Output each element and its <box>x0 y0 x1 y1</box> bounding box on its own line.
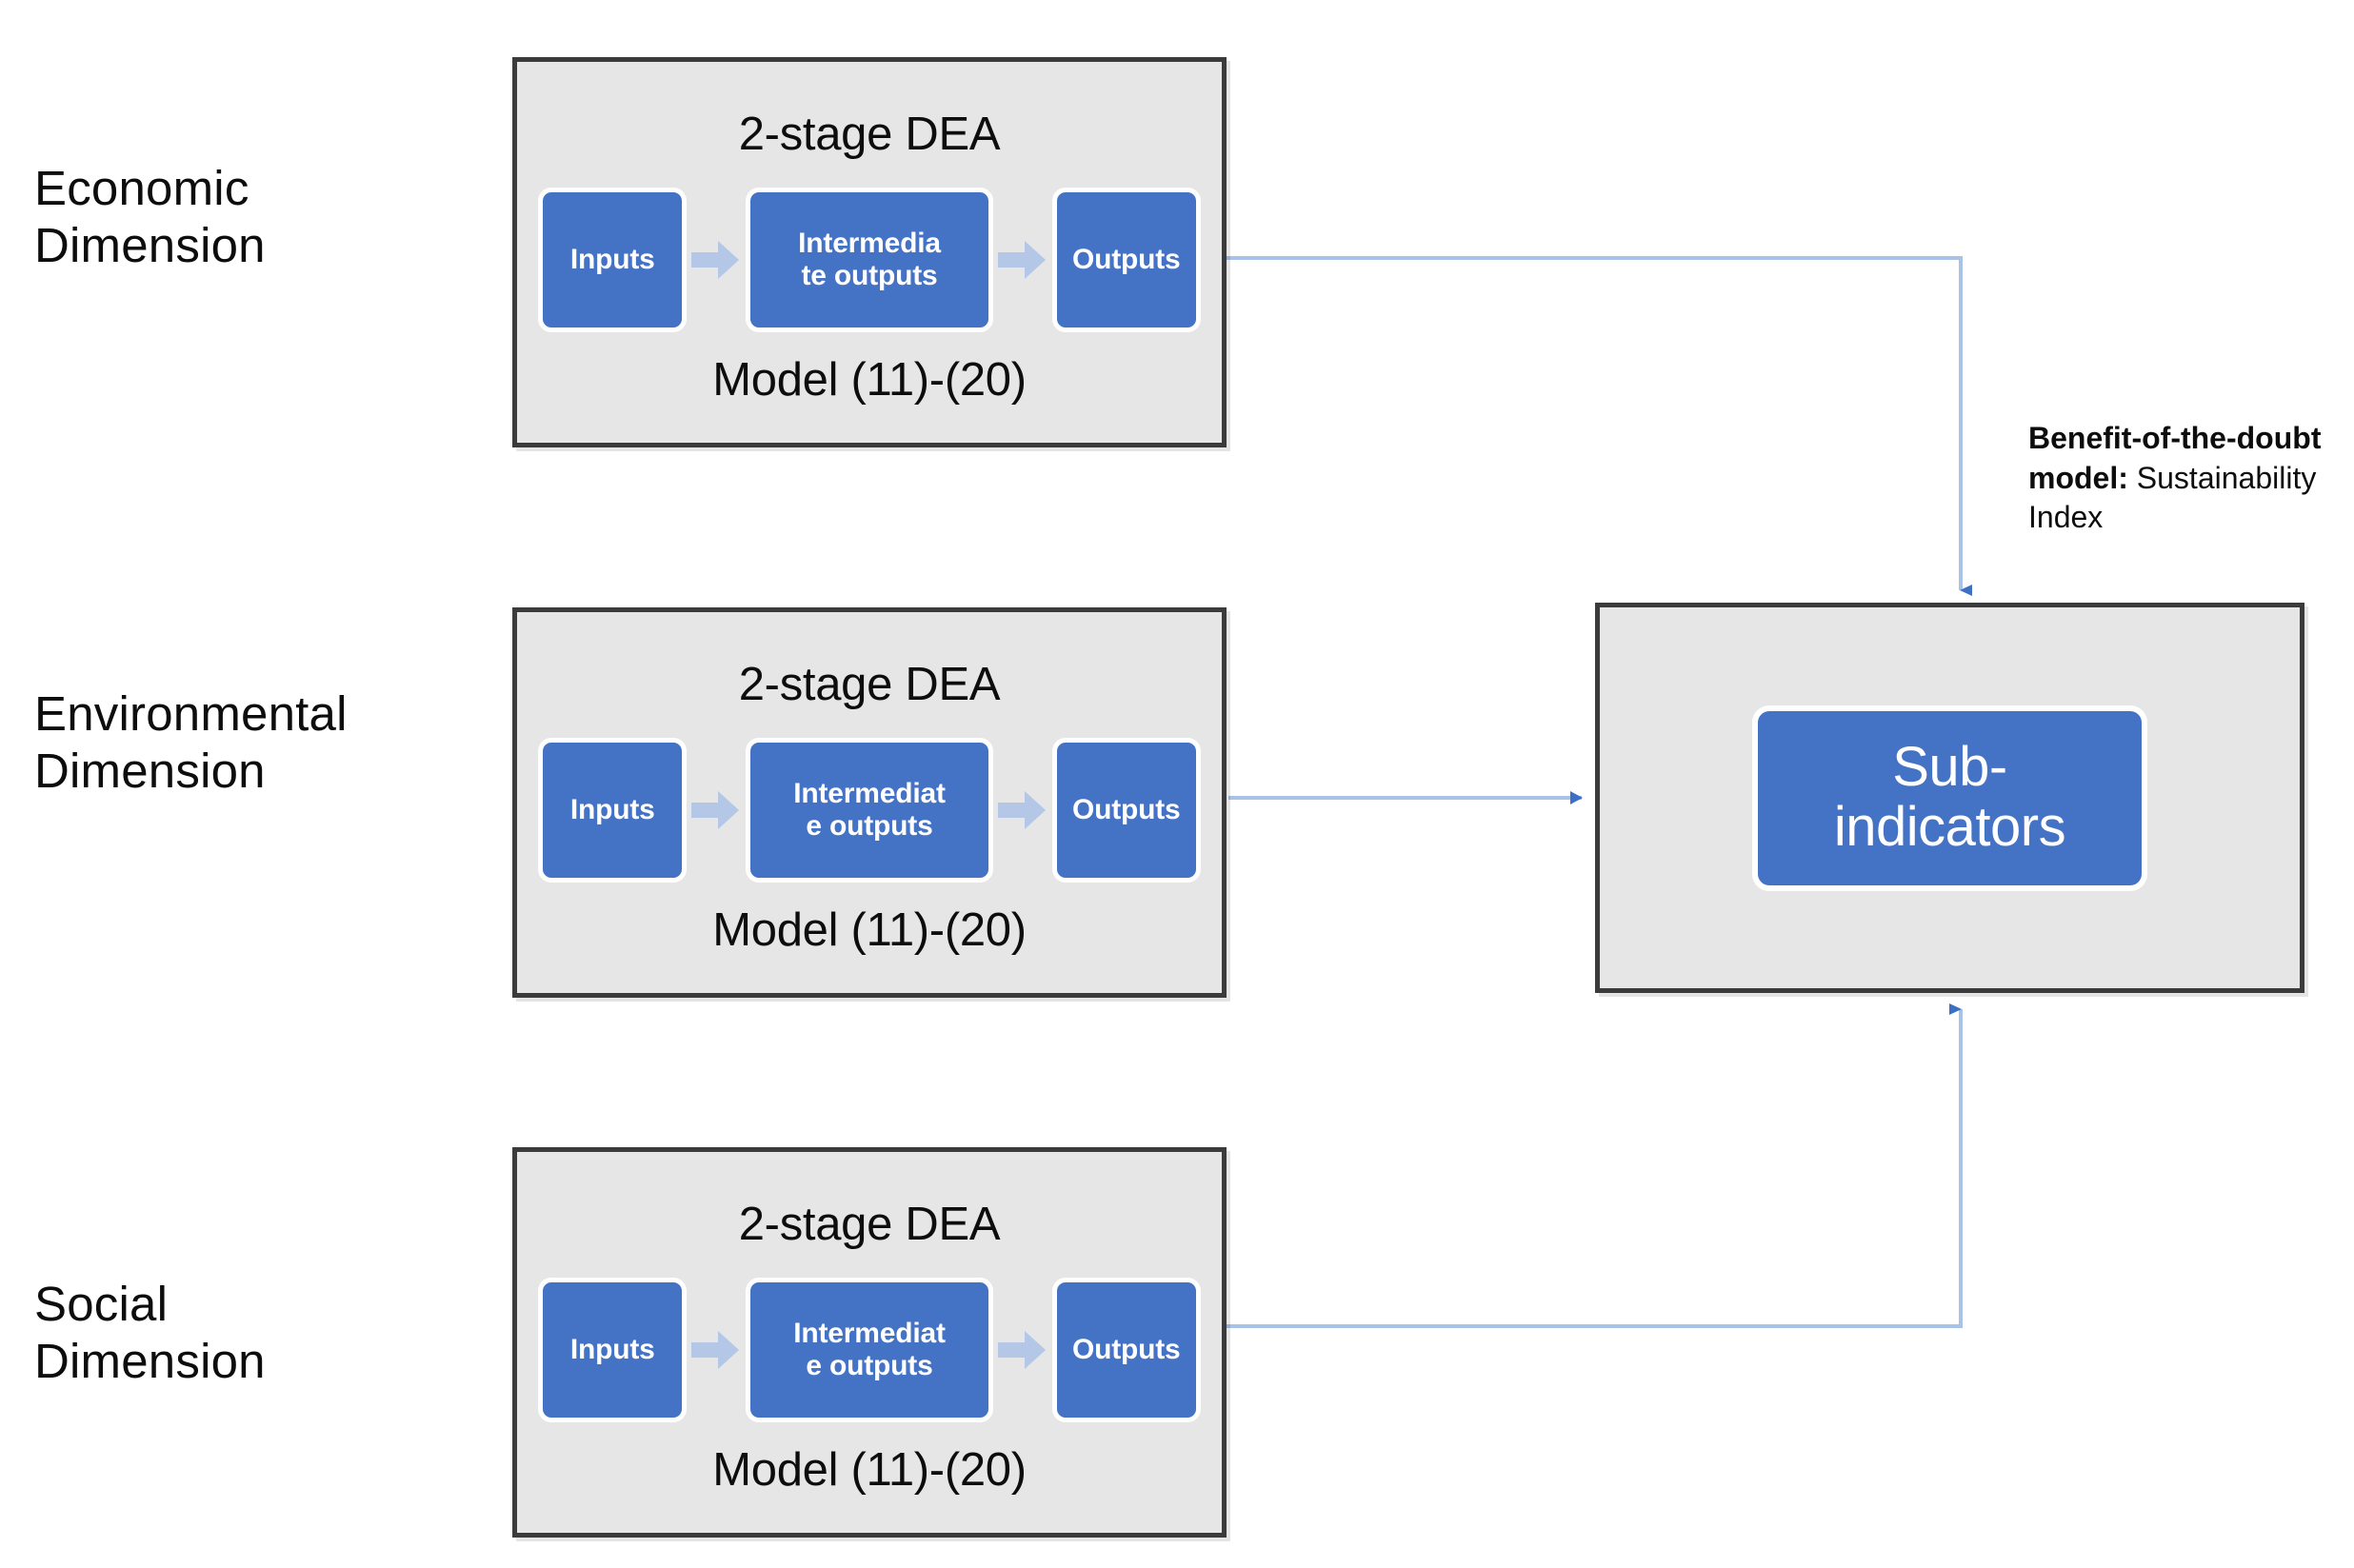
dea-panel-social[interactable]: 2-stage DEA Inputs Intermediat e outputs… <box>512 1147 1227 1538</box>
stage-box-intermediate-outputs[interactable]: Intermediat e outputs <box>746 738 993 883</box>
stage-arrow-icon <box>993 782 1052 839</box>
dea-panel-footer: Model (11)-(20) <box>712 354 1027 406</box>
dea-panel-title: 2-stage DEA <box>738 1199 1001 1250</box>
stage-box-intermediate-outputs[interactable]: Intermediat e outputs <box>746 1278 993 1422</box>
dea-panel-title: 2-stage DEA <box>738 109 1001 160</box>
dimension-label-social: Social Dimension <box>34 1277 266 1389</box>
stage-arrow-icon <box>687 231 746 288</box>
stage-box-inputs[interactable]: Inputs <box>538 1278 688 1422</box>
benefit-of-the-doubt-note-bold: Benefit-of-the-doubt model <box>2028 421 2322 495</box>
connector-economic-to-subindicators <box>1227 256 1972 596</box>
dimension-label-environmental: Environmental Dimension <box>34 686 348 799</box>
sub-indicators-box[interactable]: Sub- indicators <box>1752 705 2147 891</box>
stage-box-outputs[interactable]: Outputs <box>1051 1278 1201 1422</box>
stage-box-outputs[interactable]: Outputs <box>1051 188 1201 332</box>
dimension-label-economic: Economic Dimension <box>34 161 266 273</box>
stage-box-inputs[interactable]: Inputs <box>538 738 688 883</box>
stage-arrow-icon <box>687 1321 746 1379</box>
stage-arrow-icon <box>993 231 1052 288</box>
benefit-of-the-doubt-note-colon: : <box>2118 460 2128 495</box>
benefit-of-the-doubt-note-rest: Sustainability Index <box>2028 460 2317 535</box>
stage-arrow-icon <box>993 1321 1052 1379</box>
stage-arrow-icon <box>687 782 746 839</box>
sub-indicators-panel[interactable]: Sub- indicators <box>1595 603 2304 993</box>
dea-stage-row: Inputs Intermediat e outputs Outputs <box>538 734 1201 886</box>
dea-panel-economic[interactable]: 2-stage DEA Inputs Intermedia te outputs… <box>512 57 1227 447</box>
stage-box-intermediate-outputs[interactable]: Intermedia te outputs <box>746 188 993 332</box>
dea-panel-footer: Model (11)-(20) <box>712 904 1027 956</box>
dea-panel-footer: Model (11)-(20) <box>712 1444 1027 1496</box>
connector-social-to-subindicators <box>1227 1003 1963 1328</box>
stage-box-inputs[interactable]: Inputs <box>538 188 688 332</box>
dea-stage-row: Inputs Intermedia te outputs Outputs <box>538 184 1201 336</box>
dea-stage-row: Inputs Intermediat e outputs Outputs <box>538 1274 1201 1426</box>
benefit-of-the-doubt-note: Benefit-of-the-doubt model: Sustainabili… <box>2028 419 2343 538</box>
dea-panel-title: 2-stage DEA <box>738 659 1001 710</box>
dea-panel-environmental[interactable]: 2-stage DEA Inputs Intermediat e outputs… <box>512 607 1227 998</box>
stage-box-outputs[interactable]: Outputs <box>1051 738 1201 883</box>
